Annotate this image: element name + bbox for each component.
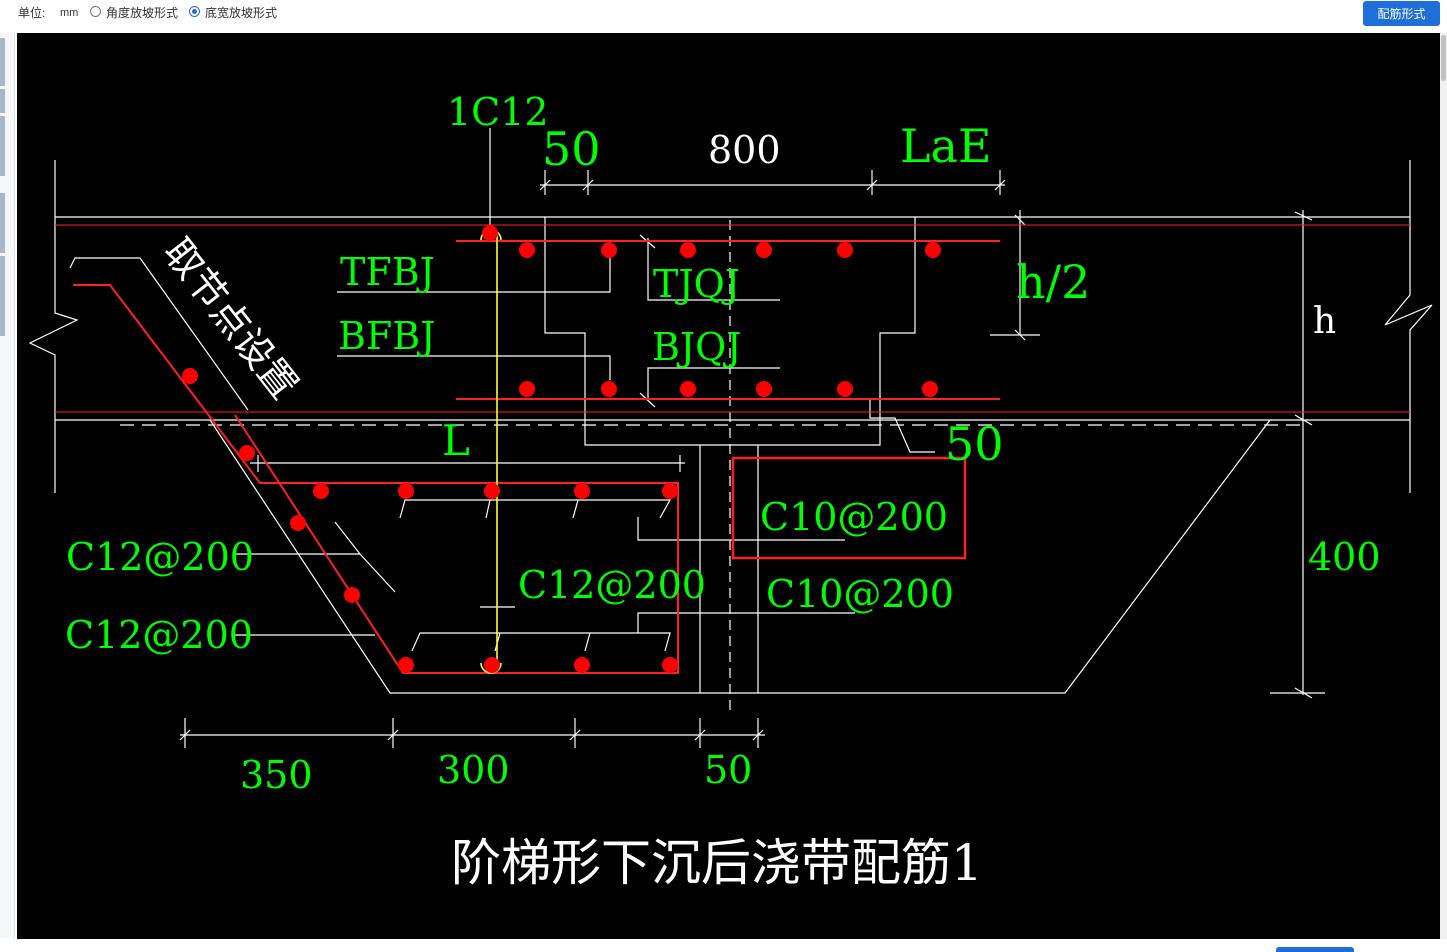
c12-label-a: C12@200 (66, 535, 254, 579)
rebar-dot (922, 381, 938, 397)
left-panel-strip (0, 33, 15, 938)
rebar-dot (484, 483, 500, 499)
left-panel-tab[interactable] (0, 116, 5, 176)
dim-350-label: 350 (240, 753, 313, 797)
dim-50-top: 50 (542, 122, 601, 176)
rebar-form-button[interactable]: 配筋形式 (1363, 1, 1440, 26)
vertical-scrollbar[interactable] (1440, 33, 1447, 939)
rebar-dot (837, 242, 853, 258)
c10-label-b: C10@200 (766, 572, 954, 616)
rebar-dot (925, 242, 941, 258)
width-slope-radio[interactable] (189, 6, 200, 17)
c12-label-b: C12@200 (518, 563, 706, 607)
rebar-dot (756, 381, 772, 397)
rebar-dot (398, 657, 414, 673)
rebar-dot (344, 587, 360, 603)
top-bar-label: 1C12 (447, 90, 549, 134)
dim-l-label: L (442, 416, 470, 465)
rebar-dot (484, 657, 500, 673)
dim-300-label: 300 (437, 748, 510, 792)
dim-400-label: 400 (1308, 535, 1381, 579)
angle-slope-label[interactable]: 角度放坡形式 (106, 6, 179, 20)
scrollbar-thumb[interactable] (1441, 35, 1446, 81)
dim-lae: LaE (900, 119, 992, 173)
rebar-dot (837, 381, 853, 397)
unit-value: mm (60, 7, 79, 19)
h-label: h (1313, 301, 1336, 342)
c10-label-a: C10@200 (760, 495, 948, 539)
structure-lines (28, 128, 1433, 748)
rebar-dot (313, 483, 329, 499)
dim-800-label: 800 (708, 128, 781, 172)
bottom-button[interactable] (1276, 947, 1354, 952)
c12-label-c: C12@200 (65, 613, 253, 657)
node-setting-label[interactable]: 取节点设置 (155, 230, 307, 407)
dim-50-bottom: 50 (704, 748, 752, 792)
rebar-dot (680, 381, 696, 397)
bfbj-label: BFBJ (338, 314, 435, 358)
dim-50-mid: 50 (945, 417, 1004, 471)
angle-slope-radio[interactable] (90, 6, 101, 17)
rebar-dot (182, 368, 198, 384)
left-panel-tab[interactable] (0, 89, 5, 113)
rebar-dot (680, 242, 696, 258)
rebar-dot (756, 242, 772, 258)
left-panel-tab[interactable] (0, 193, 5, 253)
rebar-dot (574, 483, 590, 499)
h-half-label: h/2 (1016, 255, 1090, 309)
rebar-dots (182, 225, 941, 673)
rebar-dot (662, 657, 678, 673)
rebar-dot (574, 657, 590, 673)
bjqj-label: BJQJ (652, 325, 742, 369)
rebar-dot (398, 483, 414, 499)
width-slope-label[interactable]: 底宽放坡形式 (205, 6, 278, 20)
toolbar: 单位: mm 角度放坡形式 底宽放坡形式 配筋形式 (0, 0, 1447, 30)
rebar-dot (290, 515, 306, 531)
rebar-dot (601, 242, 617, 258)
rebar-diagram: 1C12 50 LaE TFBJ TJQJ BFBJ BJQJ h/2 L 50… (28, 90, 1433, 892)
bottom-bar (0, 939, 1447, 952)
unit-label: 单位: (18, 6, 46, 20)
rebar-dot (601, 381, 617, 397)
rebar-dot (239, 445, 255, 461)
labels: 1C12 50 LaE TFBJ TJQJ BFBJ BJQJ h/2 L 50… (65, 90, 1381, 797)
drawing-canvas: 1C12 50 LaE TFBJ TJQJ BFBJ BJQJ h/2 L 50… (17, 33, 1440, 939)
rebar-lines (55, 224, 1410, 674)
rebar-dot (519, 381, 535, 397)
left-panel-tab[interactable] (0, 256, 5, 336)
rebar-dot (519, 242, 535, 258)
tjqj-label: TJQJ (653, 262, 740, 306)
left-panel-tab[interactable] (0, 38, 5, 86)
rebar-dot (662, 483, 678, 499)
diagram-title: 阶梯形下沉后浇带配筋1 (451, 834, 983, 892)
tfbj-label: TFBJ (340, 250, 435, 294)
rebar-dot (482, 225, 498, 241)
